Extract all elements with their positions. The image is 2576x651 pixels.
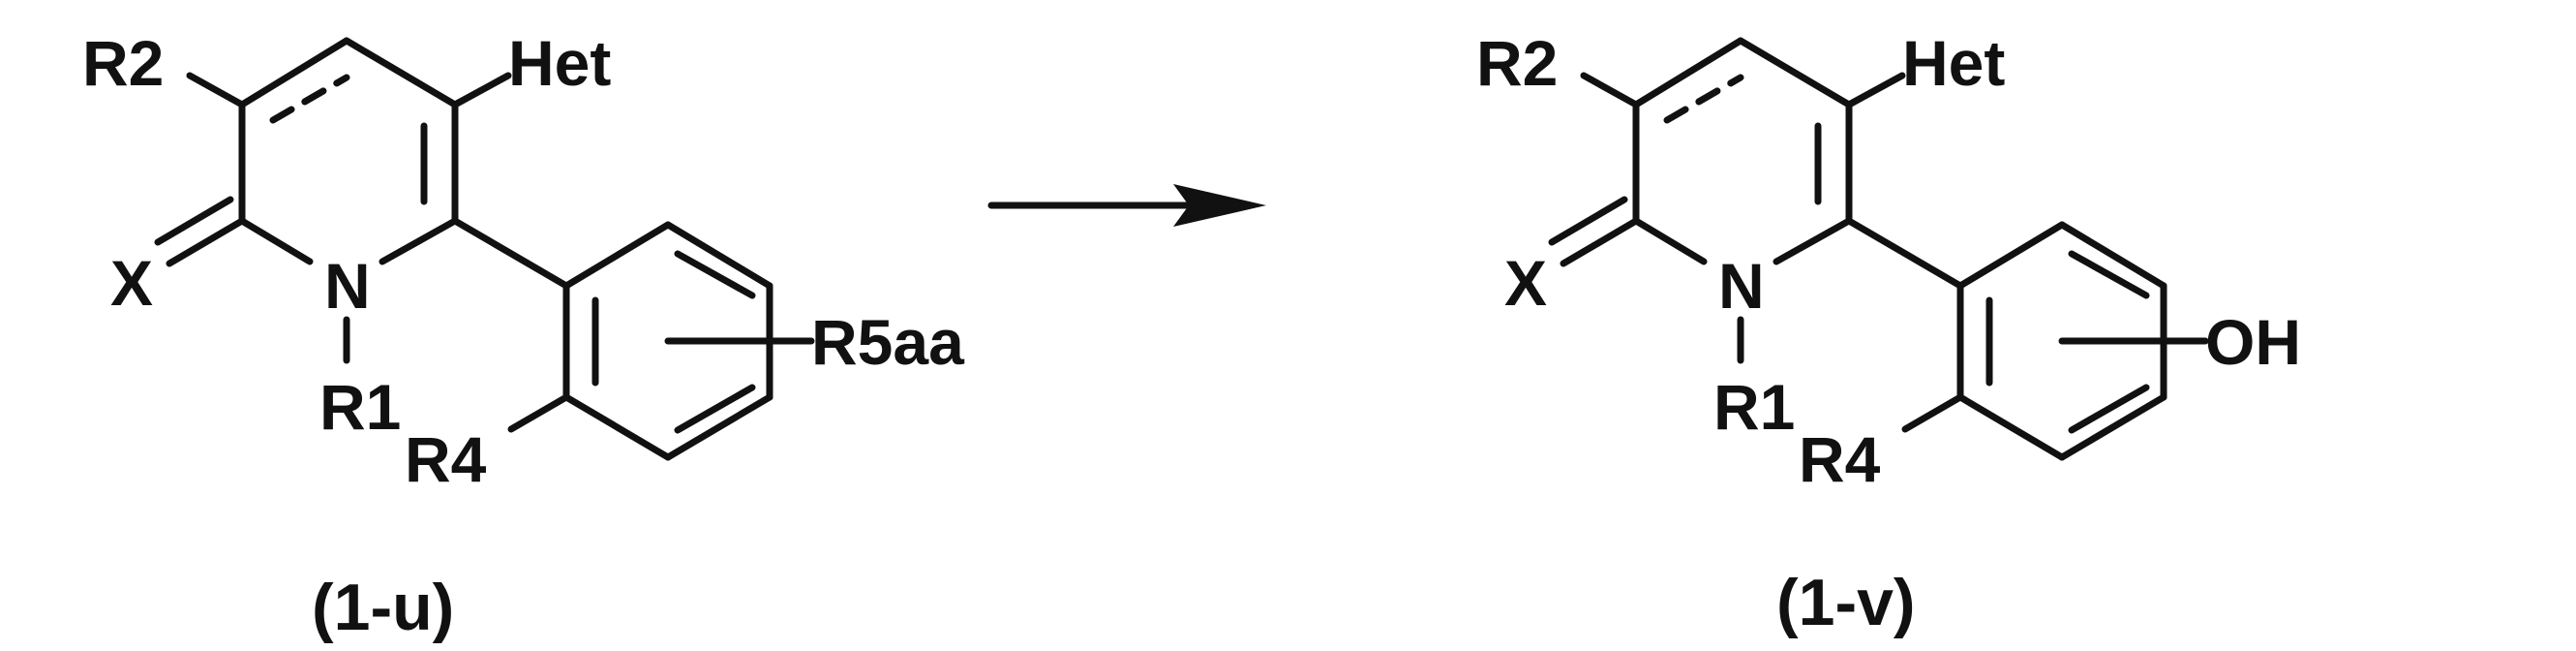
product-r1-label: R1 [1713,371,1795,443]
product-substituent-label: OH [2205,306,2301,378]
product-het-label: Het [1902,27,2005,99]
reactant-bonds [158,41,811,457]
reactant-n-label: N [324,250,371,322]
product-n-label: N [1718,250,1765,322]
reactant-r1-label: R1 [319,371,401,443]
reactant-structure: R2 Het X N R1 R4 R5aa (1-u) [82,27,965,644]
product-r2-label: R2 [1476,27,1558,99]
reactant-r4-label: R4 [405,423,487,495]
reactant-x-label: X [110,247,153,319]
product-structure: R2 Het X N R1 R4 OH (1-v) [1476,27,2301,639]
reactant-substituent-label: R5aa [811,306,965,378]
product-r4-label: R4 [1799,423,1881,495]
product-caption: (1-v) [1776,566,1916,639]
product-bonds [1552,41,2205,457]
reactant-caption: (1-u) [312,571,454,644]
reactant-r2-label: R2 [82,27,164,99]
reaction-arrow [991,184,1266,227]
reactant-het-label: Het [508,27,611,99]
product-x-label: X [1504,247,1547,319]
